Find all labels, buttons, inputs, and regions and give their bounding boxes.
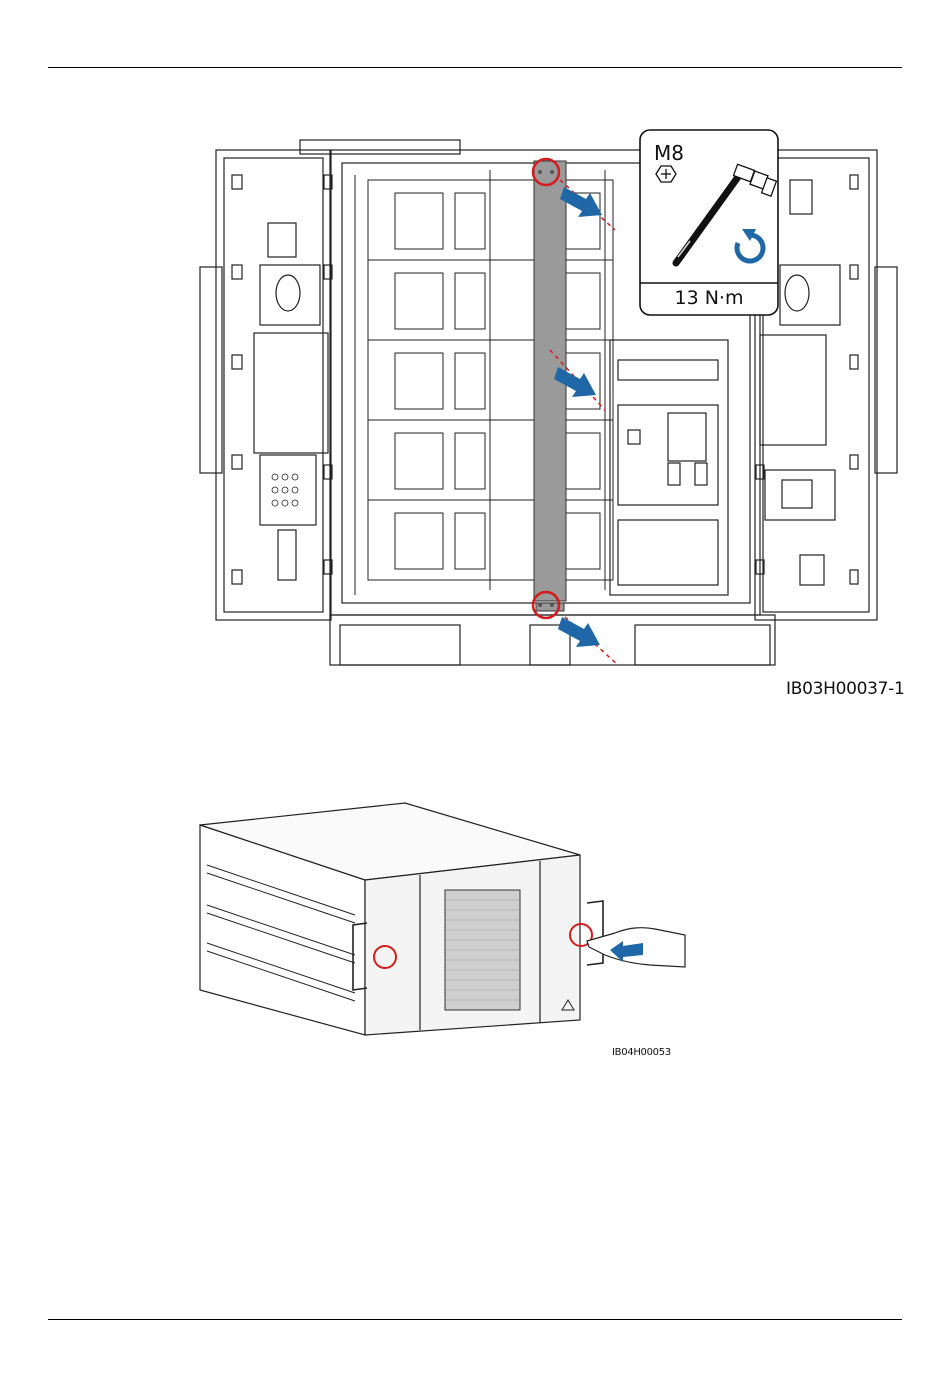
module-figure xyxy=(195,795,695,1045)
left-door xyxy=(200,150,332,620)
fan-grill xyxy=(445,890,520,1010)
torque-label: 13 N·m xyxy=(640,287,778,309)
header-rule xyxy=(48,67,902,68)
figure2-caption: IB04H00053 xyxy=(612,1047,671,1058)
cabinet-figure xyxy=(190,125,900,670)
control-box xyxy=(610,340,728,595)
bolt-size-label: M8 xyxy=(654,141,684,165)
figure1-caption: IB03H00037-1 xyxy=(786,679,905,699)
footer-rule xyxy=(48,1319,902,1320)
